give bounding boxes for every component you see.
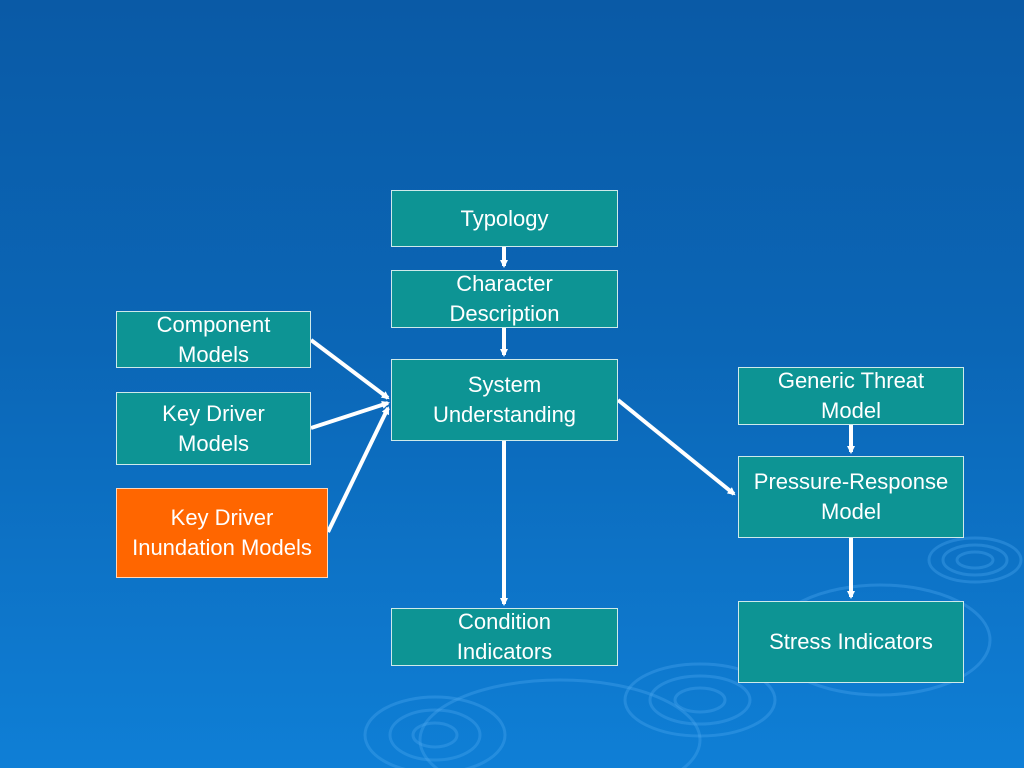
- arrow-keydriver-to-system: [310, 401, 390, 430]
- key-driver-inundation-models-label: Key Driver Inundation Models: [132, 505, 312, 560]
- system-understanding-box: System Understanding: [391, 359, 618, 441]
- character-description-label: Character Description: [449, 271, 560, 326]
- arrow-component-to-system: [309, 338, 390, 400]
- key-driver-models-label: Key Driver Models: [162, 400, 265, 456]
- arrow-system-to-pressure: [616, 398, 736, 496]
- condition-indicators-box: Condition Indicators: [391, 608, 618, 666]
- arrow-inundation-to-system: [326, 406, 390, 533]
- component-models-box: Component Models: [116, 311, 311, 368]
- key-driver-models-box: Key Driver Models: [116, 392, 311, 465]
- character-description-box: Character Description: [391, 270, 618, 328]
- pressure-response-model-label: Pressure-Response Model: [753, 469, 949, 524]
- stress-indicators-label: Stress Indicators: [769, 629, 933, 654]
- typology-label: Typology: [460, 205, 549, 231]
- key-driver-inundation-models-box: Key Driver Inundation Models: [116, 488, 328, 578]
- component-models-label: Component Models: [156, 311, 271, 367]
- pressure-response-model-box: Pressure-Response Model: [738, 456, 964, 538]
- system-understanding-label: System Understanding: [432, 372, 577, 427]
- condition-indicators-label: Condition Indicators: [456, 609, 553, 664]
- generic-threat-model-box: Generic Threat Model: [738, 367, 964, 425]
- stress-indicators-box: Stress Indicators: [738, 601, 964, 683]
- typology-box: Typology: [391, 190, 618, 247]
- generic-threat-model-label: Generic Threat Model: [777, 368, 925, 423]
